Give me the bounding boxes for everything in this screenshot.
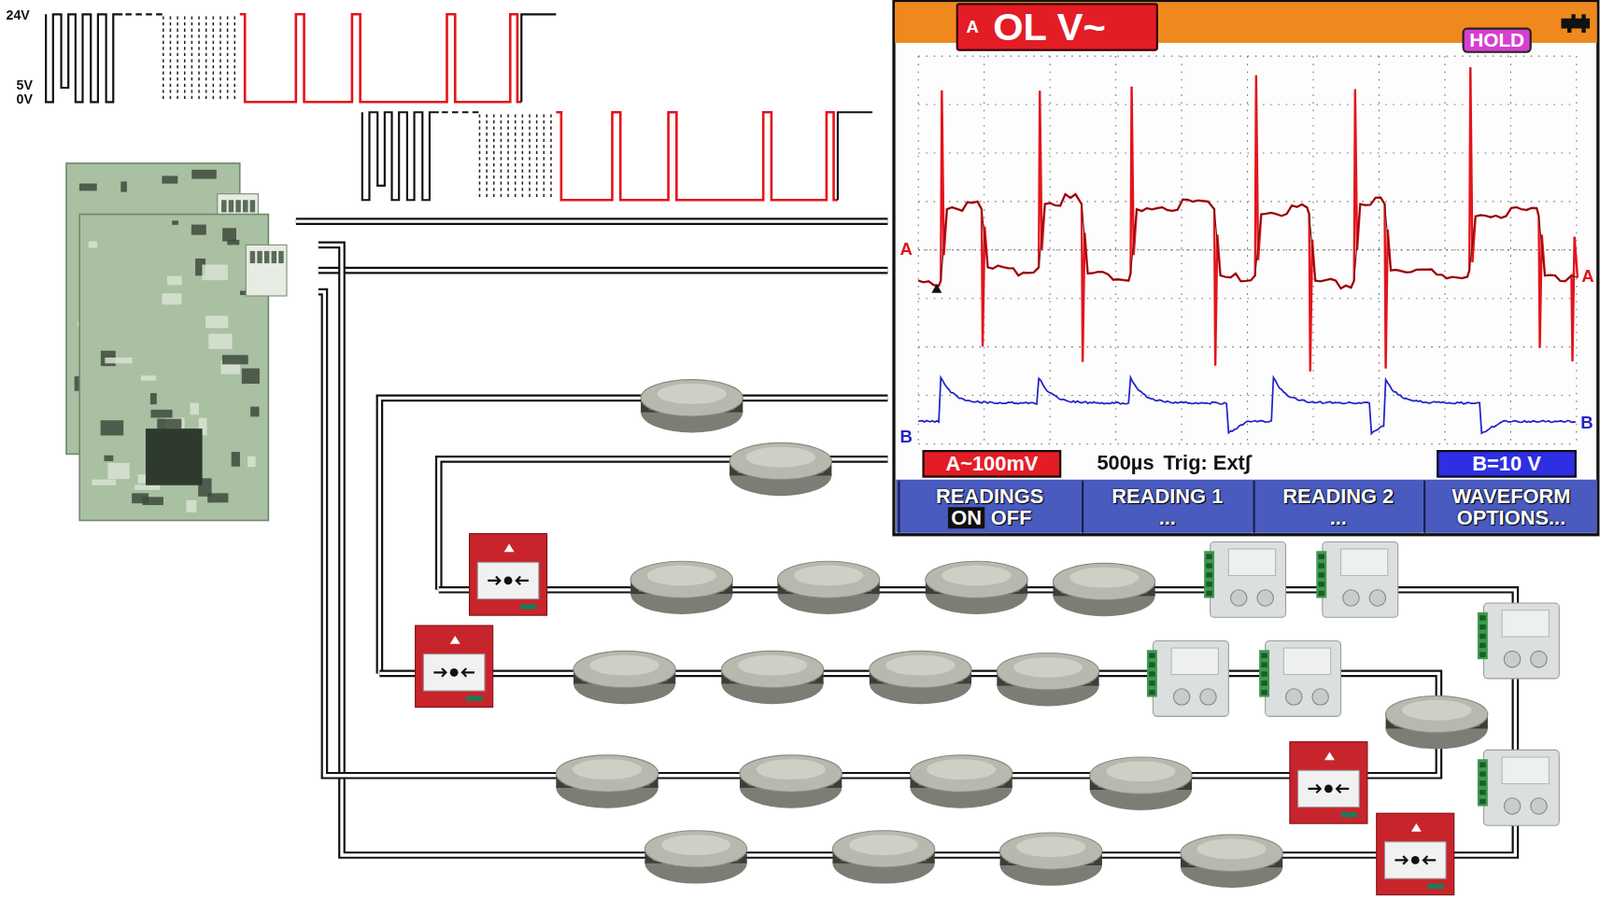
smoke-detector (644, 831, 747, 885)
smoke-detector (909, 755, 1012, 809)
node-text: ... (1159, 507, 1176, 529)
smoke-detector (573, 651, 676, 705)
softkey: WAVEFORM OPTIONS... (1423, 481, 1598, 534)
text-row: ... (1159, 507, 1176, 529)
pulse-waveform (45, 14, 556, 102)
smoke-detector (869, 651, 972, 705)
manual-call-point (415, 625, 494, 708)
smoke-detector (1180, 835, 1283, 889)
text-row: HOLD (1469, 29, 1525, 51)
softkey: READING 1... (1081, 481, 1251, 534)
smoke-detector (832, 831, 935, 885)
voltage-level: 0V (15, 92, 32, 107)
trace-marker: B (1579, 414, 1595, 434)
manual-call-point (469, 534, 548, 616)
oscilloscope-screen (893, 0, 1599, 536)
text-row: READING 2 (1282, 485, 1394, 508)
text-row: ... (1330, 507, 1347, 529)
voltage-level: 5V (15, 78, 32, 93)
timebase: 500µs (1096, 452, 1154, 474)
smoke-detector (777, 561, 879, 615)
node-text: OFF (991, 507, 1033, 529)
channel-readout: A OL V~ (956, 2, 1159, 51)
text-row: ON OFF (948, 507, 1033, 529)
node-text: READINGS (935, 485, 1044, 508)
node-text: READING 2 (1282, 485, 1394, 508)
trigger-setting: Trig: Ext∫ (1162, 452, 1250, 474)
interface-module (1203, 541, 1286, 618)
smoke-detector (640, 380, 743, 434)
node-text: WAVEFORM OPTIONS... (1431, 485, 1591, 529)
hold-indicator: HOLD (1462, 28, 1532, 54)
interface-module (1477, 750, 1559, 826)
channel-b-range: B=10 V (1436, 450, 1577, 479)
channel-a-range: A~100mV (922, 450, 1062, 479)
text-row: OL V~ (992, 6, 1105, 48)
node-text: ... (1330, 507, 1347, 529)
smoke-detector (729, 442, 832, 496)
manual-call-point (1376, 813, 1455, 895)
text-row: B=10 V (1472, 453, 1541, 475)
smoke-detector (996, 653, 1099, 708)
node-text: OL V~ (992, 6, 1105, 48)
voltage-level: 24V (6, 8, 30, 23)
smoke-detector (1000, 833, 1103, 887)
node-text: A (966, 17, 979, 37)
smoke-detector (555, 755, 658, 809)
softkey: READINGSON OFF (897, 481, 1079, 534)
text-row: WAVEFORM OPTIONS... (1431, 485, 1591, 529)
text-row: A~100mV (945, 453, 1038, 475)
softkey: READING 2... (1253, 481, 1422, 534)
node-text: B=10 V (1472, 453, 1541, 475)
text-row: A (966, 17, 979, 37)
smoke-detector (925, 561, 1028, 615)
interface-module (1146, 640, 1229, 717)
smoke-detector (1386, 695, 1488, 750)
node-text: ON (948, 507, 985, 529)
interface-module (1259, 640, 1341, 717)
trace-marker: A (898, 240, 914, 260)
smoke-detector (721, 651, 823, 705)
control-board (79, 214, 287, 522)
manual-call-point (1289, 742, 1368, 824)
node-text: READING 1 (1111, 485, 1223, 508)
trace-marker: B (898, 428, 914, 448)
smoke-detector (630, 561, 733, 615)
trace-marker: A (1580, 267, 1596, 286)
text-row: READINGS (935, 485, 1044, 508)
smoke-detector (1090, 757, 1192, 811)
smoke-detector (1052, 563, 1155, 617)
smoke-detector (739, 755, 842, 809)
text-row: READING 1 (1111, 485, 1223, 508)
interface-module (1316, 541, 1398, 618)
pulse-waveform (362, 112, 873, 200)
interface-module (1477, 603, 1559, 680)
node-text: A~100mV (945, 453, 1038, 475)
node-text: HOLD (1469, 29, 1525, 51)
